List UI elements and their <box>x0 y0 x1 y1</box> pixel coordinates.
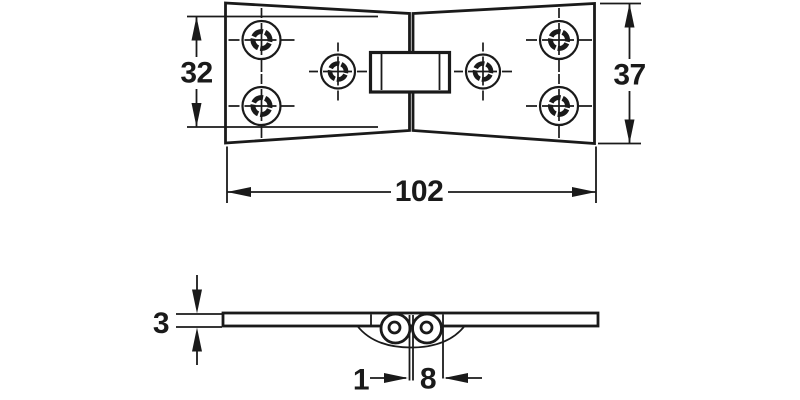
dim-label-1: 1 <box>353 364 369 397</box>
dimension-37: 37 <box>598 2 646 145</box>
side-view <box>221 311 600 381</box>
dim-label-102: 102 <box>395 175 444 208</box>
arrowhead-down <box>191 103 202 127</box>
dimension-3: 3 <box>153 275 222 365</box>
arrowhead-up <box>191 16 202 41</box>
arrowhead-left <box>444 373 468 383</box>
arrowhead-up <box>192 327 202 352</box>
arrowhead-left <box>227 187 251 197</box>
arrowhead-right <box>572 187 596 197</box>
dim-label-3: 3 <box>153 307 169 340</box>
dimension-8: 8 <box>420 363 482 396</box>
arrowhead-down <box>624 119 635 144</box>
knuckle-curl <box>356 324 466 349</box>
hinge-pin-left <box>387 320 402 335</box>
top-view <box>224 1 596 146</box>
dimension-1: 1 <box>353 364 408 397</box>
dim-label-8: 8 <box>420 363 436 396</box>
arrowhead-right <box>384 373 408 383</box>
dim-label-32: 32 <box>180 57 212 90</box>
dimension-32: 32 <box>180 15 378 128</box>
dim-label-37: 37 <box>613 59 645 92</box>
arrowhead-down <box>192 289 202 314</box>
dimension-102: 102 <box>226 146 597 208</box>
knuckle-plate <box>368 50 452 94</box>
hinge-pin-right <box>419 320 434 335</box>
arrowhead-up <box>624 3 635 28</box>
